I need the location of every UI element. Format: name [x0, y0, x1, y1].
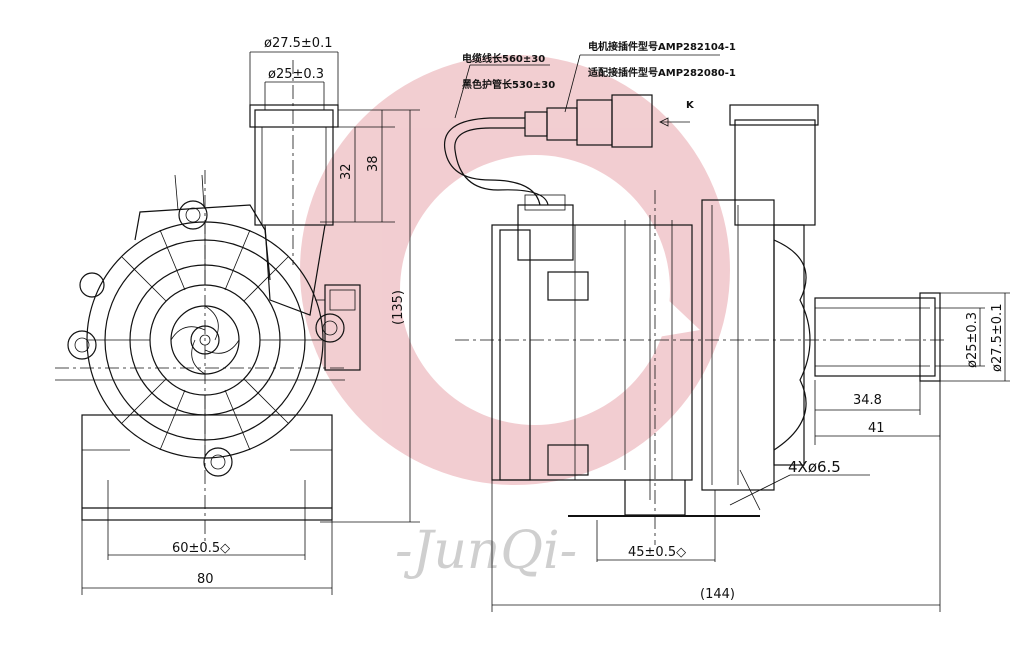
dim-base-width: 80	[197, 572, 214, 587]
dim-height-32: 32	[339, 163, 354, 180]
brand-logo-watermark	[300, 55, 730, 485]
side-view	[443, 94, 945, 545]
side-view-dimensions	[454, 54, 1010, 612]
dim-length-34-8: 34.8	[853, 393, 882, 408]
front-view	[55, 60, 361, 545]
note-motor-connector: 电机接插件型号AMP282104-1	[588, 40, 736, 53]
note-view-k: K	[686, 100, 695, 111]
dim-side-inner-tube: ø25±0.3	[965, 312, 980, 368]
dim-side-outer-tube: ø27.5±0.1	[990, 304, 1005, 372]
note-cable-length: 电缆线长560±30	[462, 52, 545, 65]
dim-height-135: (135)	[391, 290, 406, 325]
dim-front-outer-tube: ø27.5±0.1	[264, 36, 332, 51]
front-view-dimensions	[81, 51, 420, 595]
dim-front-inner-tube: ø25±0.3	[268, 67, 324, 82]
note-sheath-length: 黑色护管长530±30	[462, 78, 555, 91]
dim-total-length: (144)	[700, 587, 735, 602]
dim-length-41: 41	[868, 421, 885, 436]
watermark-text: -JunQi-	[395, 521, 577, 581]
dim-base-holes: 60±0.5◇	[172, 541, 230, 556]
dim-holes-spec: 4Xø6.5	[788, 458, 841, 476]
dim-side-holes: 45±0.5◇	[628, 545, 686, 560]
note-mating-connector: 适配接插件型号AMP282080-1	[588, 66, 736, 79]
dim-height-38: 38	[366, 155, 381, 172]
